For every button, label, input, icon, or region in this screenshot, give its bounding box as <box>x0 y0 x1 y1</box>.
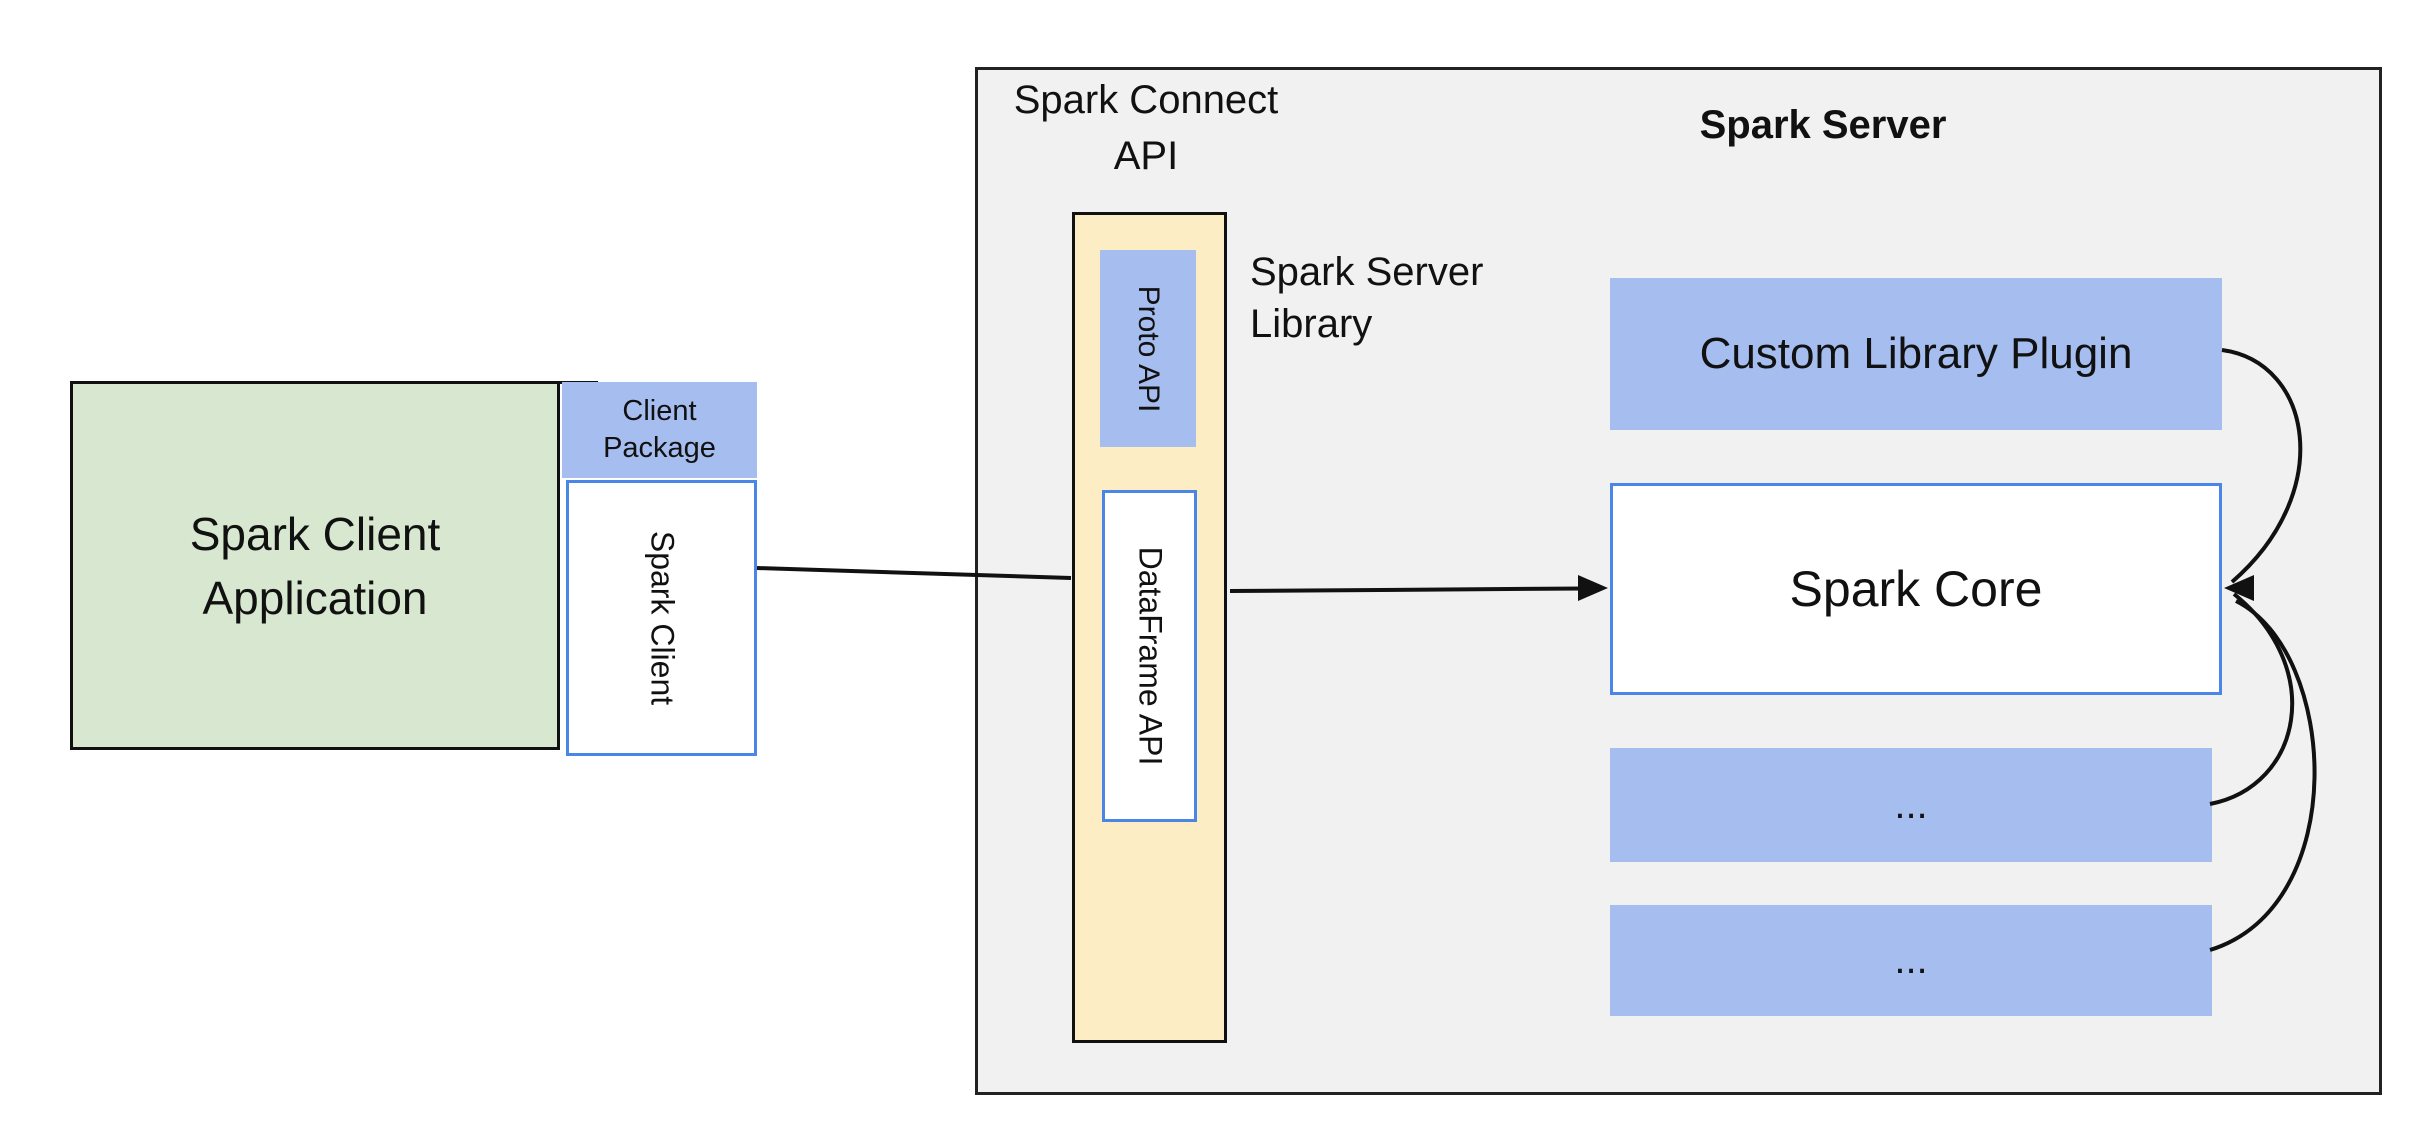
spark-client-application-label: Spark Client Application <box>189 507 441 624</box>
more-modules-box-2: ... <box>1610 905 2212 1016</box>
proto-api-box: Proto API <box>1100 250 1196 447</box>
client-package-label: Client Package <box>603 395 716 464</box>
custom-library-plugin-label: Custom Library Plugin <box>1699 329 2133 378</box>
more-modules-label-1: ... <box>1894 782 1928 827</box>
spark-client-application-box: Spark Client Application <box>70 381 560 750</box>
dataframe-api-box: DataFrame API <box>1102 490 1197 822</box>
spark-core-box: Spark Core <box>1610 483 2222 695</box>
custom-library-plugin-box: Custom Library Plugin <box>1610 278 2222 430</box>
proto-api-label: Proto API <box>1132 285 1165 412</box>
spark-server-library-label: Spark Server Library <box>1250 250 1484 346</box>
spark-client-box: Spark Client <box>566 480 757 756</box>
client-package-box: Client Package <box>562 382 757 478</box>
more-modules-box-1: ... <box>1610 748 2212 862</box>
dataframe-api-label: DataFrame API <box>1132 546 1168 766</box>
spark-client-label: Spark Client <box>644 530 680 706</box>
more-modules-label-2: ... <box>1894 938 1928 982</box>
spark-connect-api-label: Spark Connect API <box>1013 78 1279 178</box>
spark-server-title: Spark Server <box>1699 103 1947 147</box>
spark-core-label: Spark Core <box>1789 561 2043 617</box>
